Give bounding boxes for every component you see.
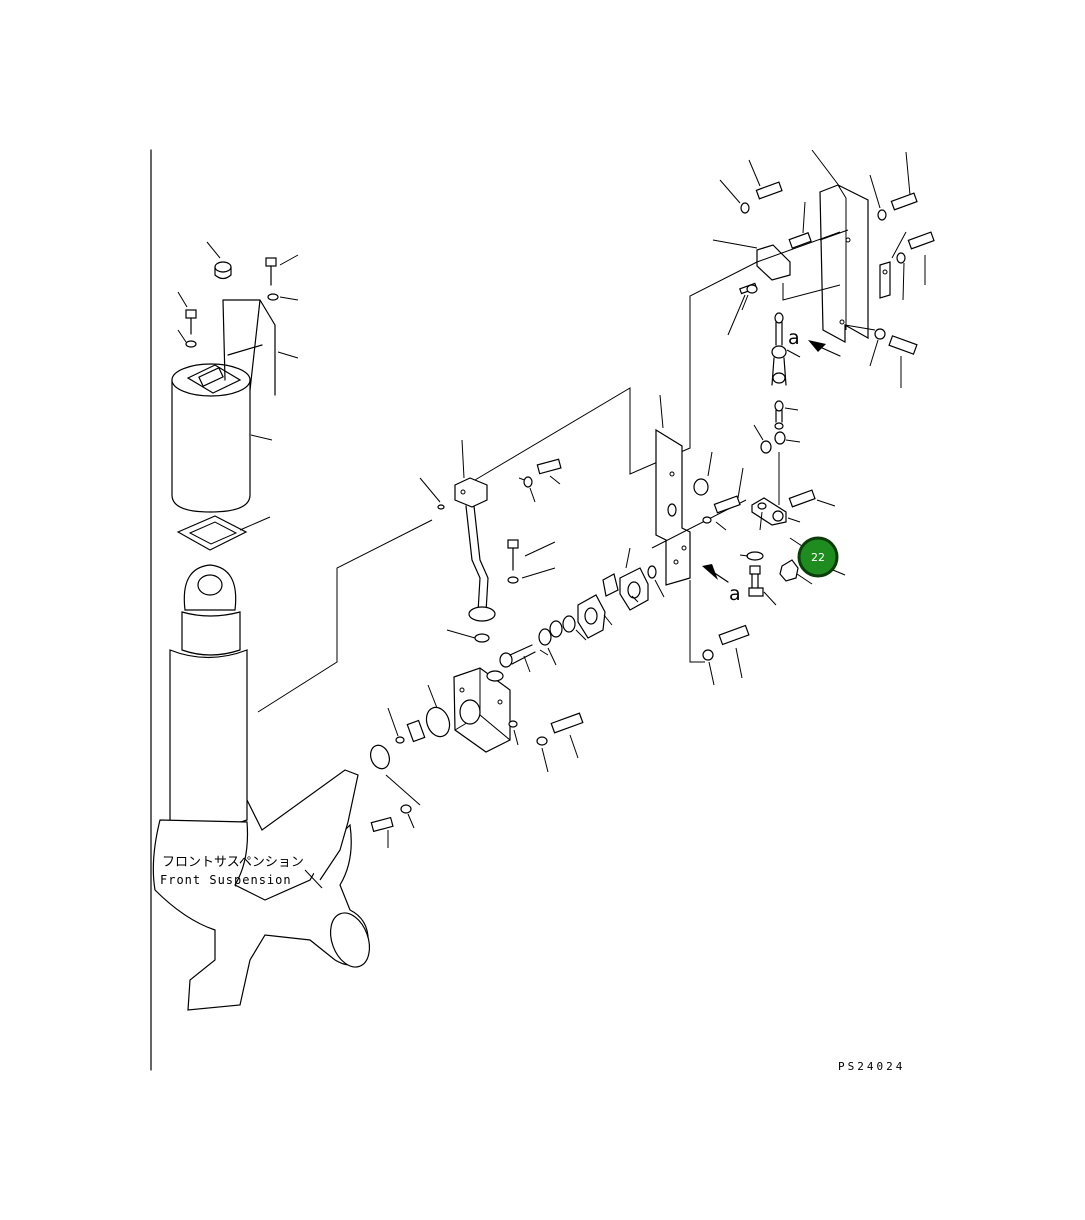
callout-number: 22: [811, 551, 825, 564]
mid-bolt-group: [507, 458, 562, 584]
callout-badge[interactable]: [797, 536, 839, 578]
pipe-assembly: [419, 439, 496, 643]
assembly-label-jp: フロントサスペンション: [162, 855, 304, 870]
front-suspension-strut: [152, 564, 371, 1011]
mounting-bracket: [651, 394, 750, 686]
callout-22[interactable]: 22: [797, 536, 846, 578]
view-arrow-upper: a: [788, 327, 841, 357]
view-marker-upper: a: [788, 327, 800, 349]
upper-right-bracket: [712, 149, 935, 388]
assembly-label-en: Front Suspension: [160, 873, 292, 887]
drawing-number: PS24024: [838, 1060, 905, 1073]
flange-covers: [577, 547, 665, 639]
cylinder-cover-group: [171, 241, 299, 551]
view-arrow-lower: a: [702, 564, 741, 605]
valve-body: [369, 615, 587, 848]
view-marker-lower: a: [729, 583, 741, 605]
